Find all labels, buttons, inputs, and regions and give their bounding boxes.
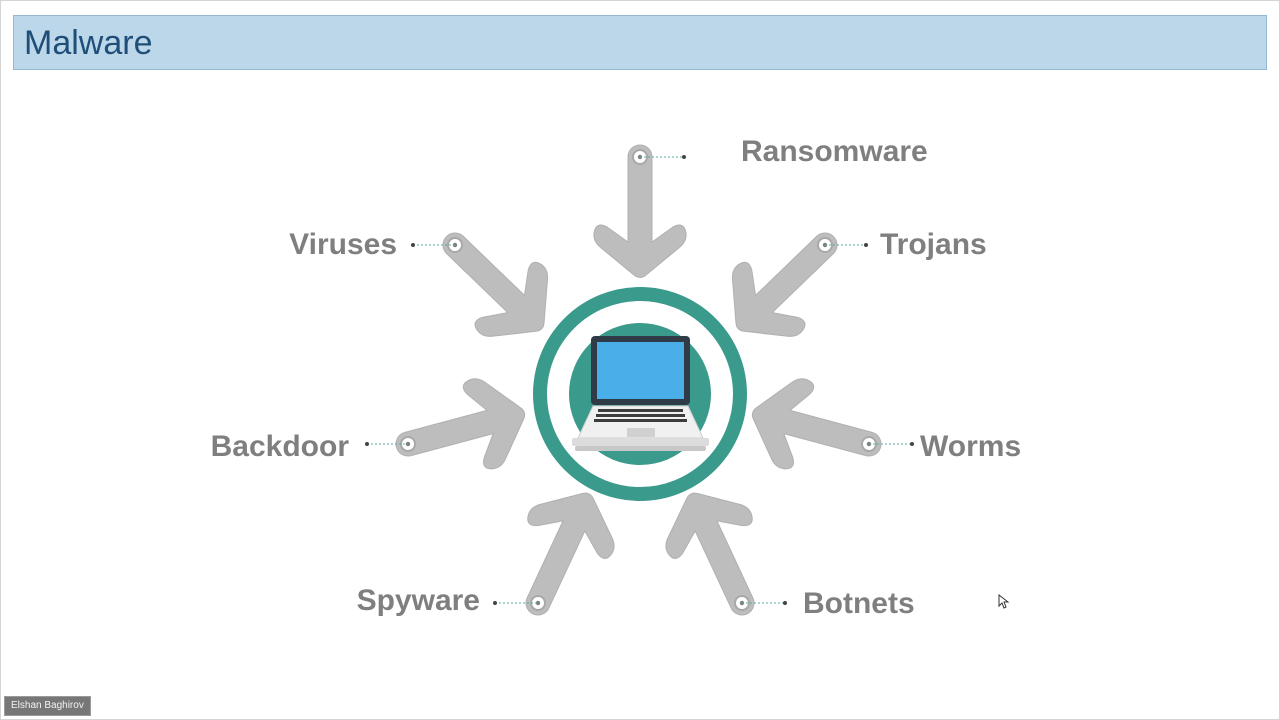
mouse-cursor-icon <box>998 594 1010 609</box>
label-spyware: Spyware <box>357 584 480 617</box>
label-viruses: Viruses <box>289 228 397 261</box>
arrow-botnets <box>648 473 790 635</box>
arrow-ransomware <box>592 144 688 279</box>
arrow-backdoor <box>383 367 538 493</box>
label-ransomware: Ransomware <box>741 135 928 168</box>
connector-lines <box>367 156 912 604</box>
slide-title: Malware <box>24 24 153 62</box>
arrow-spyware <box>490 473 632 635</box>
arrow-worms <box>739 367 894 493</box>
presenter-name-tag: Elshan Baghirov <box>4 696 91 716</box>
laptop-icon <box>572 336 709 451</box>
label-worms: Worms <box>920 430 1021 463</box>
connector-dots <box>365 155 914 605</box>
title-bar: Malware <box>13 15 1267 70</box>
label-trojans: Trojans <box>880 228 987 261</box>
label-botnets: Botnets <box>803 587 915 620</box>
label-backdoor: Backdoor <box>211 430 350 463</box>
